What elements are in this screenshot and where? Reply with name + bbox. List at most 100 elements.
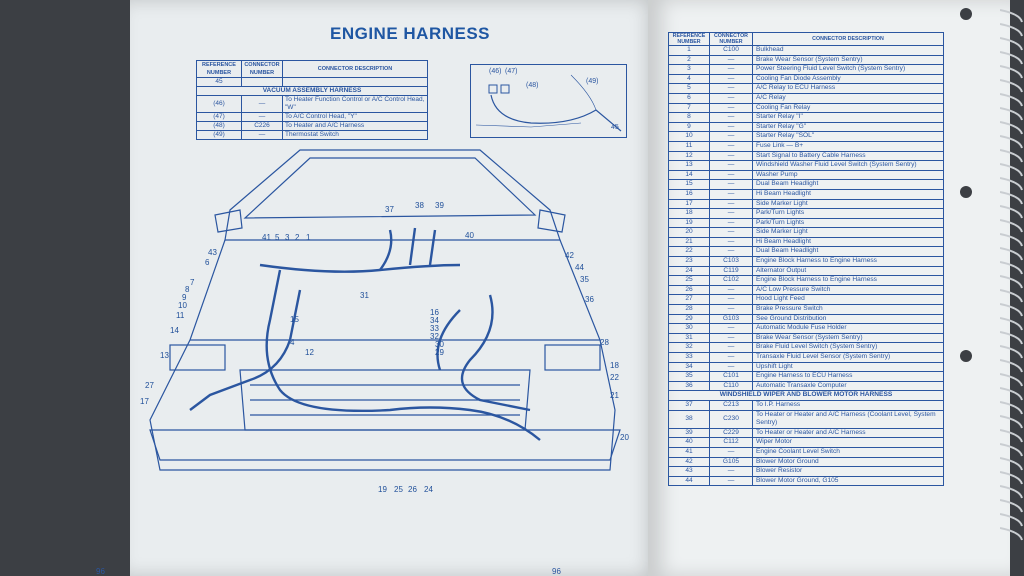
callout-label: 38 bbox=[415, 201, 424, 210]
callout-label: 37 bbox=[385, 205, 394, 214]
section-heading: VACUUM ASSEMBLY HARNESS bbox=[196, 86, 428, 96]
table-row: 27—Hood Light Feed bbox=[668, 294, 944, 306]
cell: 44 bbox=[668, 475, 710, 487]
callout-label: 10 bbox=[178, 301, 187, 310]
cell: 27 bbox=[668, 294, 710, 306]
table-row: 4—Cooling Fan Diode Assembly bbox=[668, 73, 944, 85]
cell: Windshield Washer Fluid Level Switch (Sy… bbox=[752, 160, 944, 171]
cell: C101 bbox=[709, 371, 753, 382]
cell: — bbox=[709, 342, 753, 353]
col-reference: REFERENCE NUMBER bbox=[668, 32, 710, 46]
callout-label: 30 bbox=[435, 340, 444, 349]
cell: 8 bbox=[668, 112, 710, 123]
cell: C229 bbox=[709, 427, 753, 439]
cell: C119 bbox=[709, 265, 753, 277]
cell: (46) bbox=[196, 95, 242, 113]
callout-label: 27 bbox=[145, 381, 154, 390]
callout-label: 12 bbox=[305, 348, 314, 357]
cell: — bbox=[709, 217, 753, 229]
cell: — bbox=[709, 188, 753, 200]
cell: 10 bbox=[668, 131, 710, 142]
callout-label: 34 bbox=[430, 316, 439, 325]
callout-label: 39 bbox=[435, 201, 444, 210]
cell: — bbox=[709, 112, 753, 123]
cell: — bbox=[709, 475, 753, 487]
table-row: 16—Hi Beam Headlight bbox=[668, 188, 944, 200]
cell: — bbox=[709, 83, 753, 94]
callout-label: 44 bbox=[575, 263, 584, 272]
vacuum-inset-svg: (46) (47) (48) (49) 45 bbox=[475, 68, 622, 132]
cell: Brake Pressure Switch bbox=[752, 304, 944, 315]
cell: 24 bbox=[668, 265, 710, 277]
cell: Cooling Fan Diode Assembly bbox=[752, 73, 944, 85]
inset-label: (46) bbox=[489, 68, 501, 75]
cell: 13 bbox=[668, 160, 710, 171]
cell: Washer Pump bbox=[752, 169, 944, 181]
callout-label: 40 bbox=[465, 231, 474, 240]
table-row: 30—Automatic Module Fuse Holder bbox=[668, 323, 944, 334]
section-heading: WINDSHIELD WIPER AND BLOWER MOTOR HARNES… bbox=[668, 390, 944, 401]
cell: 35 bbox=[668, 371, 710, 382]
cell: 5 bbox=[668, 83, 710, 94]
cell: A/C Relay to ECU Harness bbox=[752, 83, 944, 94]
cell: — bbox=[709, 92, 753, 104]
cell: — bbox=[709, 64, 753, 75]
cell: Automatic Transaxle Computer bbox=[752, 380, 944, 392]
cell: 20 bbox=[668, 227, 710, 238]
cell: G103 bbox=[709, 313, 753, 325]
table-row: 34—Upshift Light bbox=[668, 361, 944, 373]
cell: — bbox=[709, 332, 753, 344]
cell: — bbox=[241, 130, 283, 140]
cell: — bbox=[709, 352, 753, 363]
table-row: (49)—Thermostat Switch bbox=[196, 130, 428, 140]
callout-label: 20 bbox=[620, 433, 629, 442]
cell: 2 bbox=[668, 54, 710, 66]
table-row: 21—Hi Beam Headlight bbox=[668, 236, 944, 248]
cell: C103 bbox=[709, 256, 753, 267]
table-row: 22—Dual Beam Headlight bbox=[668, 246, 944, 258]
cell: — bbox=[709, 227, 753, 238]
table-row: 2—Brake Wear Sensor (System Sentry) bbox=[668, 54, 944, 66]
cell: Alternator Output bbox=[752, 265, 944, 277]
cell: 16 bbox=[668, 188, 710, 200]
cell: Bulkhead bbox=[752, 45, 944, 56]
cell: G105 bbox=[709, 456, 753, 468]
callout-label: 7 bbox=[190, 278, 195, 287]
cell: 45 bbox=[196, 77, 242, 87]
cell: To Heater or Heater and A/C Harness bbox=[752, 427, 944, 439]
cell: Starter Relay "SOL" bbox=[752, 131, 944, 142]
callout-label: 19 bbox=[378, 485, 387, 494]
callout-label: 25 bbox=[394, 485, 403, 494]
callout-label: 11 bbox=[176, 311, 185, 320]
cell: — bbox=[709, 208, 753, 219]
table-row: 15—Dual Beam Headlight bbox=[668, 179, 944, 190]
cell: Hi Beam Headlight bbox=[752, 236, 944, 248]
cell: Side Marker Light bbox=[752, 198, 944, 210]
inset-label: (49) bbox=[586, 78, 598, 85]
cell: — bbox=[241, 95, 283, 113]
table-row: 26—A/C Low Pressure Switch bbox=[668, 284, 944, 296]
cell: C102 bbox=[709, 275, 753, 286]
page-number: 96 bbox=[96, 567, 105, 576]
table-row: 6—A/C Relay bbox=[668, 92, 944, 104]
cell: — bbox=[709, 236, 753, 248]
table-row: 13—Windshield Washer Fluid Level Switch … bbox=[668, 160, 944, 171]
cell: 1 bbox=[668, 45, 710, 56]
cell: C213 bbox=[709, 399, 753, 411]
cell: Engine Harness to ECU Harness bbox=[752, 371, 944, 382]
cell: To I.P. Harness bbox=[752, 399, 944, 411]
cell: 40 bbox=[668, 437, 710, 448]
cell: 31 bbox=[668, 332, 710, 344]
cell: 6 bbox=[668, 92, 710, 104]
table-row: 31—Brake Wear Sensor (System Sentry) bbox=[668, 332, 944, 344]
inset-label: (48) bbox=[526, 82, 538, 89]
cell: Cooling Fan Relay bbox=[752, 102, 944, 114]
table-row: (46)—To Heater Function Control or A/C C… bbox=[196, 95, 428, 113]
cell: — bbox=[709, 323, 753, 334]
cell: To Heater Function Control or A/C Contro… bbox=[282, 95, 428, 113]
